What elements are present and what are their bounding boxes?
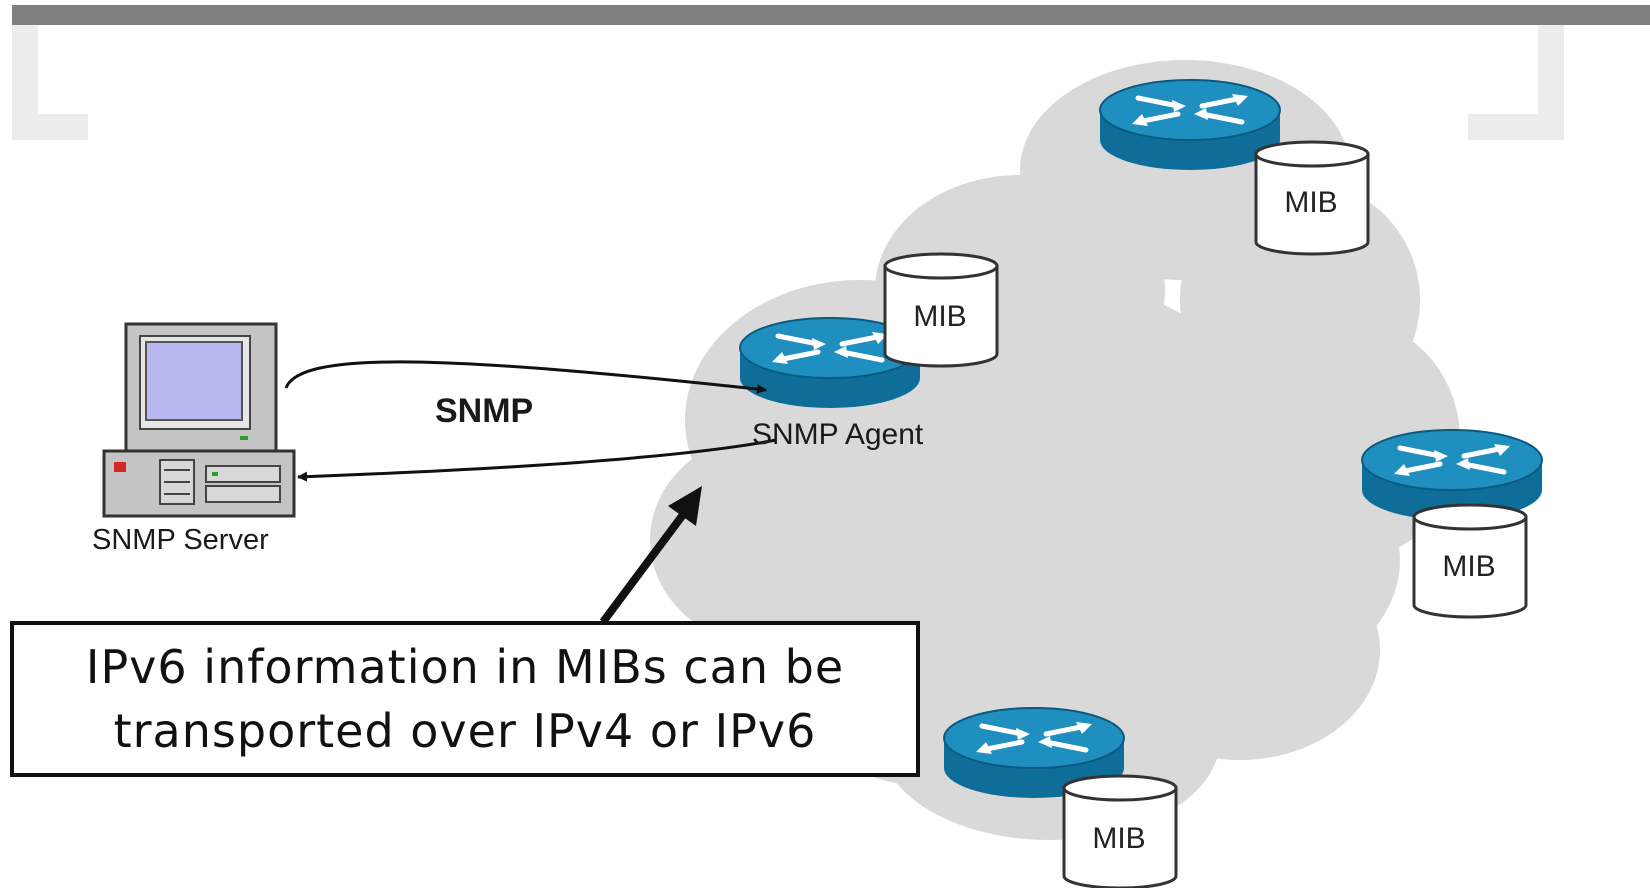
mib-label: MIB [1442, 550, 1496, 583]
slide-frame-left-foot [12, 114, 88, 140]
snmp-request-arrow [284, 360, 767, 395]
snmp-agent-label: SNMP Agent [752, 418, 924, 451]
mib-label: MIB [1284, 186, 1338, 219]
callout-line-2: transported over IPv4 or IPv6 [113, 704, 817, 758]
callout-pointer-line [599, 505, 692, 625]
mib-label: MIB [913, 300, 967, 333]
slide-top-bar [12, 5, 1650, 25]
slide-frame-right-foot [1468, 114, 1564, 140]
snmp-server-label: SNMP Server [92, 524, 269, 556]
callout-pointer-head [668, 486, 702, 526]
snmp-response-arrow [297, 438, 777, 482]
ipv6-callout-box: IPv6 information in MIBs can be transpor… [10, 621, 920, 777]
router-icon [1100, 80, 1280, 170]
callout-line-1: IPv6 information in MIBs can be [85, 640, 845, 694]
computer-icon [102, 322, 296, 518]
snmp-protocol-label: SNMP [435, 392, 534, 430]
mib-label: MIB [1092, 822, 1146, 855]
